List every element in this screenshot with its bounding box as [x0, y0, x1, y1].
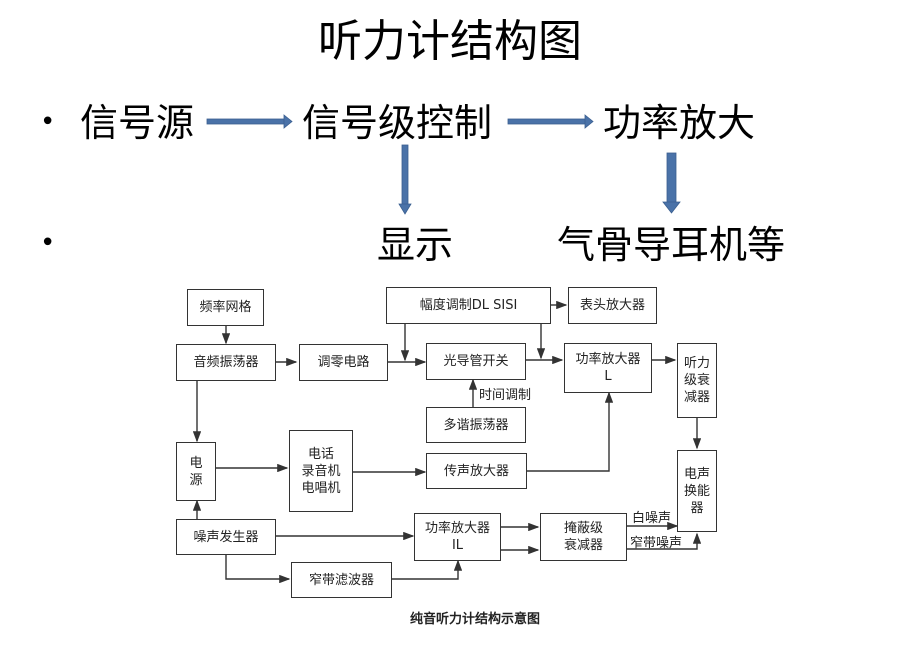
- phone-line2: 录音机: [301, 463, 341, 479]
- transducer-line2: 换能: [683, 483, 710, 499]
- white-noise-label: 白噪声: [632, 511, 672, 526]
- arrow-right-icon: [507, 114, 594, 129]
- phone-recorder-box: 电话 录音机 电唱机: [289, 430, 353, 512]
- power-amp-il-box: 功率放大器 IL: [414, 513, 501, 561]
- power-amp-il-line1: 功率放大器: [424, 521, 490, 536]
- microphone-amplifier-box: 传声放大器: [426, 453, 527, 489]
- narrow-band-noise-label: 窄带噪声: [630, 536, 683, 551]
- meter-amplifier-box: 表头放大器: [568, 287, 657, 324]
- power-amp-il-line2: IL: [451, 538, 464, 553]
- phone-line1: 电话: [307, 446, 334, 462]
- frequency-grid-box: 频率网格: [187, 289, 264, 326]
- power-amp-l-line2: L: [604, 369, 612, 384]
- arrow-down-icon: [662, 152, 681, 214]
- transducer-line3: 器: [690, 500, 704, 516]
- transducer-line1: 电声: [683, 466, 710, 482]
- mask-atten-line2: 衰减器: [563, 538, 603, 553]
- page-title: 听力计结构图: [318, 16, 582, 67]
- signal-level-control-label: 信号级控制: [302, 101, 493, 145]
- hearing-level-attenuator-box: 听力 级衰 减器: [677, 343, 717, 418]
- amplitude-modulation-box: 幅度调制DL SISI: [386, 287, 551, 324]
- bullet-2: •: [40, 228, 56, 258]
- photo-switch-box: 光导管开关: [426, 343, 526, 380]
- display-label: 显示: [377, 223, 454, 267]
- power-supply-box: 电 源: [176, 442, 216, 501]
- multivibrator-box: 多谐振荡器: [426, 407, 526, 443]
- masking-attenuator-box: 掩蔽级 衰减器: [540, 513, 627, 561]
- power-supply-line2: 源: [189, 472, 203, 488]
- earphones-label: 气骨导耳机等: [557, 223, 786, 267]
- signal-source-label: 信号源: [80, 101, 195, 145]
- arrow-right-icon: [206, 114, 293, 129]
- phone-line3: 电唱机: [301, 480, 341, 496]
- arrow-down-icon: [398, 144, 412, 215]
- hl-atten-line3: 减器: [683, 390, 710, 405]
- time-modulation-label: 时间调制: [479, 388, 532, 403]
- bullet-1: •: [40, 107, 56, 137]
- electroacoustic-transducer-box: 电声 换能 器: [677, 450, 717, 532]
- audio-oscillator-box: 音频振荡器: [176, 344, 276, 381]
- power-amp-l-box: 功率放大器 L: [564, 343, 652, 393]
- summary-arrows: [206, 114, 681, 215]
- noise-generator-box: 噪声发生器: [176, 519, 276, 555]
- mask-atten-line1: 掩蔽级: [563, 521, 603, 536]
- narrow-band-filter-box: 窄带滤波器: [291, 562, 392, 598]
- diagram-caption: 纯音听力计结构示意图: [409, 612, 540, 627]
- power-amp-label: 功率放大: [603, 101, 756, 145]
- power-amp-l-line1: 功率放大器: [575, 352, 641, 367]
- hl-atten-line2: 级衰: [683, 373, 710, 388]
- power-supply-line1: 电: [189, 455, 203, 471]
- zero-circuit-box: 调零电路: [299, 344, 388, 381]
- hl-atten-line1: 听力: [683, 356, 710, 371]
